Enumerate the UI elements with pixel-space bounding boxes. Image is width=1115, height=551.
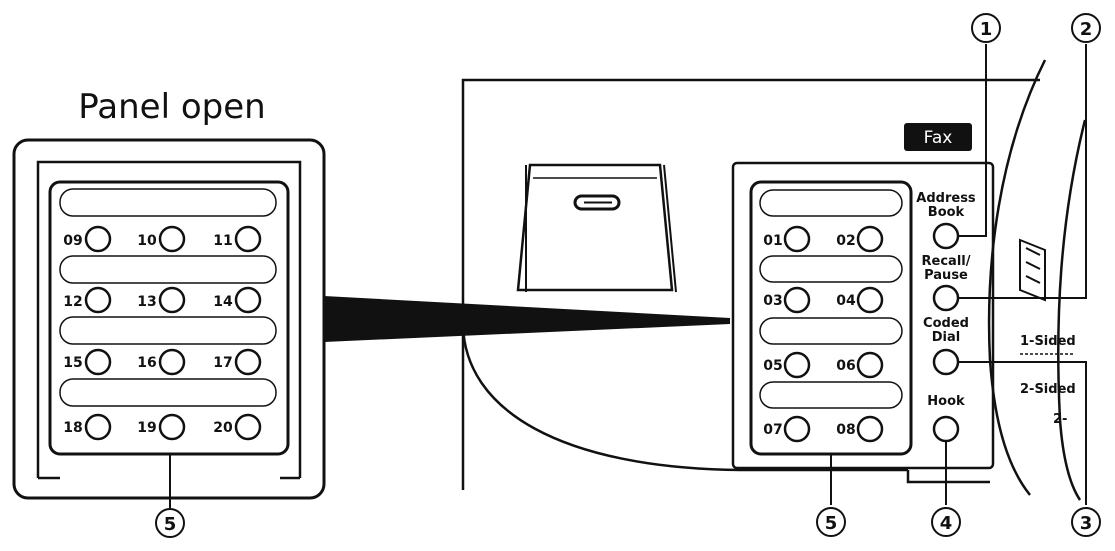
svg-text:09: 09 [63, 233, 82, 249]
svg-text:17: 17 [213, 355, 232, 371]
device-body-outline [461, 59, 1087, 501]
one-touch-key-16[interactable]: 16 [137, 348, 186, 376]
panel-open-title: Panel open [78, 87, 265, 127]
side-label-2: 2- [1053, 412, 1067, 427]
one-touch-key-08[interactable]: 08 [836, 415, 884, 443]
one-touch-key-02[interactable]: 02 [836, 225, 884, 253]
zoom-wedge [324, 296, 730, 342]
address-book-button[interactable]: Address Book [916, 191, 976, 250]
coded-dial-button[interactable]: Coded Dial [923, 316, 969, 376]
svg-text:13: 13 [137, 294, 156, 310]
fax-mode-badge: Fax [904, 123, 972, 151]
callout-3: 3 [1071, 507, 1101, 537]
one-touch-key-09[interactable]: 09 [63, 225, 112, 253]
recall-pause-button[interactable]: Recall/ Pause [922, 254, 971, 312]
svg-text:18: 18 [63, 420, 82, 436]
label-strip [759, 189, 903, 217]
svg-text:Pause: Pause [924, 268, 968, 283]
callout-5-left: 5 [155, 508, 185, 538]
svg-text:10: 10 [137, 233, 157, 249]
callout-4: 4 [931, 507, 961, 537]
one-touch-key-19[interactable]: 19 [137, 413, 186, 441]
label-strip [759, 255, 903, 283]
one-touch-key-12[interactable]: 12 [63, 286, 112, 314]
svg-text:4: 4 [940, 513, 953, 534]
svg-text:Book: Book [928, 205, 965, 220]
svg-text:Recall/: Recall/ [922, 254, 971, 269]
callout-5-right: 5 [816, 507, 846, 537]
svg-text:2: 2 [1080, 19, 1093, 40]
svg-text:Coded: Coded [923, 316, 969, 331]
one-touch-key-03[interactable]: 03 [763, 286, 811, 314]
one-touch-key-13[interactable]: 13 [137, 286, 186, 314]
svg-text:01: 01 [763, 233, 782, 249]
one-touch-key-17[interactable]: 17 [213, 348, 262, 376]
one-touch-key-07[interactable]: 07 [763, 415, 811, 443]
one-touch-key-06[interactable]: 06 [836, 351, 884, 379]
one-touch-keypad: 01 02 03 04 05 06 07 08 [749, 180, 913, 456]
svg-text:16: 16 [137, 355, 156, 371]
label-strip [59, 378, 277, 407]
hook-button[interactable]: Hook [927, 394, 965, 443]
svg-text:Address: Address [916, 191, 976, 206]
svg-text:04: 04 [836, 293, 856, 309]
svg-text:12: 12 [63, 294, 82, 310]
svg-text:Hook: Hook [927, 394, 965, 409]
one-touch-key-20[interactable]: 20 [213, 413, 262, 441]
panel-open-keypad: 09 10 11 12 13 14 15 16 [48, 180, 290, 456]
svg-text:11: 11 [213, 233, 232, 249]
one-touch-key-05[interactable]: 05 [763, 351, 811, 379]
paper-slot-recess [516, 163, 677, 293]
one-touch-key-04[interactable]: 04 [836, 286, 884, 314]
callout-leaders [830, 44, 1087, 505]
one-touch-key-15[interactable]: 15 [63, 348, 112, 376]
label-strip [59, 255, 277, 284]
label-strip [759, 381, 903, 409]
svg-text:08: 08 [836, 422, 855, 438]
side-label-2-sided: 2-Sided [1020, 382, 1076, 397]
one-touch-key-14[interactable]: 14 [213, 286, 262, 314]
svg-text:02: 02 [836, 233, 855, 249]
label-strip [59, 188, 277, 217]
duplex-side-controls: 1-Sided 2-Sided 2- [1019, 238, 1076, 427]
svg-text:5: 5 [825, 513, 838, 534]
svg-text:Fax: Fax [924, 128, 953, 148]
callout-1: 1 [971, 13, 1001, 43]
svg-text:Dial: Dial [932, 330, 960, 345]
label-strip [759, 317, 903, 345]
callout-2: 2 [1071, 13, 1101, 43]
svg-text:14: 14 [213, 294, 233, 310]
svg-text:07: 07 [763, 422, 782, 438]
svg-text:1: 1 [980, 19, 993, 40]
label-strip [59, 316, 277, 345]
fax-panel-frame [731, 161, 995, 470]
svg-text:3: 3 [1080, 513, 1093, 534]
svg-text:03: 03 [763, 293, 782, 309]
svg-text:20: 20 [213, 420, 233, 436]
svg-text:06: 06 [836, 358, 855, 374]
one-touch-key-18[interactable]: 18 [63, 413, 112, 441]
svg-text:19: 19 [137, 420, 156, 436]
svg-text:05: 05 [763, 358, 782, 374]
svg-text:5: 5 [164, 514, 177, 535]
side-label-1-sided: 1-Sided [1020, 334, 1076, 349]
one-touch-key-01[interactable]: 01 [763, 225, 811, 253]
one-touch-key-10[interactable]: 10 [137, 225, 186, 253]
svg-text:15: 15 [63, 355, 82, 371]
one-touch-key-11[interactable]: 11 [213, 225, 262, 253]
